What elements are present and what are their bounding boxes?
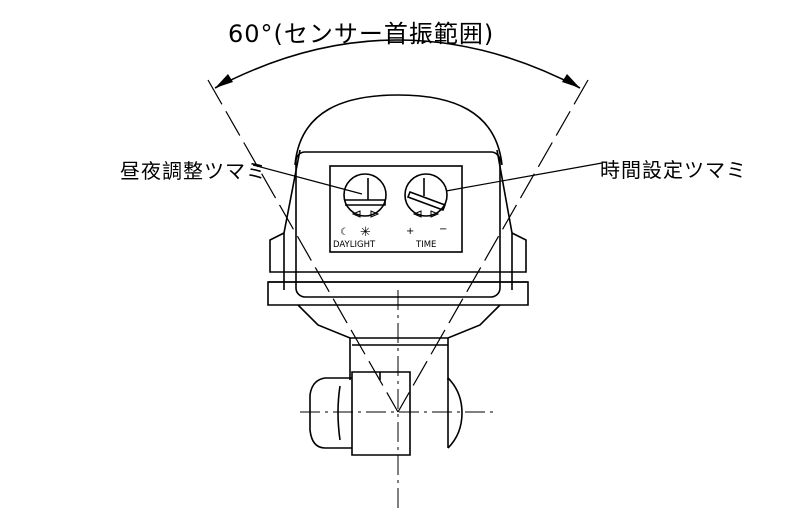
upper-flange [269, 232, 527, 273]
daylight-knob-label: 昼夜調整ツマミ [120, 159, 267, 183]
range-line-right [397, 79, 589, 413]
pivot-bolt-left [309, 377, 352, 449]
lower-body [297, 304, 501, 339]
sun-icon: ✳ [360, 225, 371, 240]
leader-right [445, 162, 603, 192]
arc-arrow-left [215, 74, 233, 88]
moon-icon: ☾ [340, 227, 349, 238]
time-knob-label: 時間設定ツマミ [600, 158, 747, 182]
arc-arrow-right [562, 74, 580, 88]
plus-icon: + [406, 226, 415, 237]
daylight-knob[interactable] [343, 173, 387, 218]
leader-left [252, 164, 363, 195]
pivot-bolt-right [447, 377, 463, 449]
sensor-dome [294, 94, 503, 166]
range-title: 60°(センサー首振範囲) [228, 20, 495, 48]
minus-icon: − [439, 224, 448, 235]
time-text: TIME [416, 240, 437, 250]
control-panel [295, 151, 501, 298]
control-panel-inner [329, 165, 463, 253]
body-outline [283, 149, 513, 290]
daylight-text: DAYLIGHT [333, 240, 376, 250]
range-arc [214, 39, 581, 89]
time-knob[interactable] [404, 173, 448, 218]
range-line-left [207, 79, 399, 413]
mount-bracket [351, 371, 411, 456]
